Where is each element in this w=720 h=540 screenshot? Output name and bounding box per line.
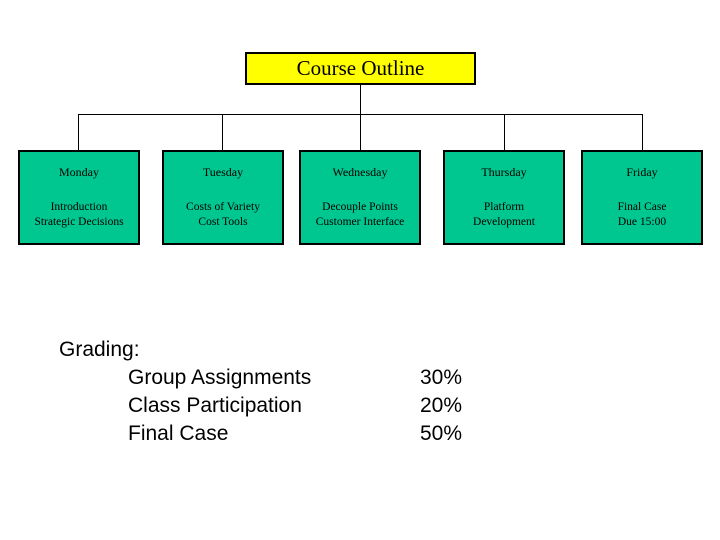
- connector-title-stem: [360, 85, 361, 114]
- grading-block: Grading: Group Assignments 30% Class Par…: [59, 336, 462, 448]
- day-body-text: Final Case Due 15:00: [617, 200, 667, 229]
- grading-row: Class Participation 20%: [128, 392, 462, 420]
- day-body-text: Decouple Points Customer Interface: [315, 200, 405, 229]
- connector-drop-tuesday: [222, 114, 223, 150]
- day-body-text: Costs of Variety Cost Tools: [186, 200, 260, 229]
- day-body-text: Platform Development: [473, 200, 535, 229]
- grading-item-label: Group Assignments: [128, 366, 312, 389]
- grading-item-value: 30%: [420, 366, 463, 389]
- grading-item-label: Final Case: [128, 422, 229, 445]
- day-name-label: Thursday: [481, 165, 527, 179]
- connector-drop-thursday: [504, 114, 505, 150]
- day-box-tuesday: Tuesday Costs of Variety Cost Tools: [162, 150, 284, 245]
- grading-heading: Grading:: [59, 338, 140, 361]
- day-name-label: Tuesday: [202, 165, 244, 179]
- grading-item-value: 20%: [420, 394, 463, 417]
- day-box-thursday: Thursday Platform Development: [443, 150, 565, 245]
- page-title: Course Outline: [296, 56, 425, 80]
- day-name-label: Friday: [626, 165, 658, 179]
- day-box-wednesday: Wednesday Decouple Points Customer Inter…: [299, 150, 421, 245]
- grading-rows: Group Assignments 30% Class Participatio…: [128, 364, 462, 448]
- grading-item-value: 50%: [420, 422, 463, 445]
- day-box-friday: Friday Final Case Due 15:00: [581, 150, 703, 245]
- connector-drop-wednesday: [360, 114, 361, 150]
- day-box-monday: Monday Introduction Strategic Decisions: [18, 150, 140, 245]
- day-body-text: Introduction Strategic Decisions: [34, 200, 124, 229]
- course-outline-title-box: Course Outline: [245, 52, 476, 85]
- connector-drop-friday: [642, 114, 643, 150]
- grading-item-label: Class Participation: [128, 394, 302, 417]
- grading-row: Group Assignments 30%: [128, 364, 462, 392]
- day-name-label: Wednesday: [332, 165, 388, 179]
- connector-drop-monday: [78, 114, 79, 150]
- grading-row: Final Case 50%: [128, 420, 462, 448]
- day-name-label: Monday: [59, 165, 99, 179]
